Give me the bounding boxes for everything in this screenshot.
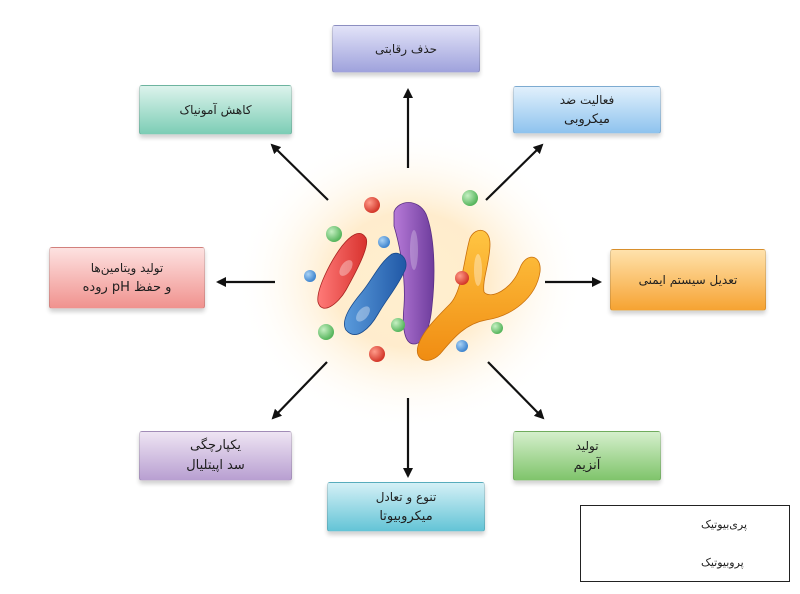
box-label: و حفظ pH روده	[82, 280, 172, 295]
box-competitive-removal: حذف رقابتی	[332, 25, 480, 73]
prebiotic-dot	[378, 236, 390, 248]
box-label: یکپارچگی	[190, 438, 242, 453]
prebiotic-dot	[455, 271, 469, 285]
prebiotic-dot	[364, 197, 380, 213]
prebiotic-dot	[304, 270, 316, 282]
arrow-up-left	[270, 143, 329, 201]
box-label: تنوع و تعادل	[375, 490, 437, 504]
box-enzyme-production: تولید آنزیم	[513, 431, 661, 481]
box-label: کاهش آمونیاک	[179, 103, 252, 117]
arrows	[216, 88, 602, 478]
prebiotic-dot	[369, 346, 385, 362]
red-bacterium-icon	[317, 233, 368, 309]
box-label: میکروبی	[564, 112, 610, 127]
blue-bacterium-icon	[344, 252, 407, 335]
box-label: تولید	[575, 439, 599, 453]
prebiotic-dot	[326, 226, 342, 242]
legend-probiotic-label: پروبیوتیک	[701, 556, 744, 569]
box-label: تعدیل سیستم ایمنی	[638, 273, 738, 287]
box-label: سد اپیتلیال	[186, 458, 245, 473]
box-label: آنزیم	[573, 458, 601, 473]
orange-bacterium-icon	[416, 230, 541, 361]
arrow-up-right	[485, 143, 544, 201]
box-antimicrobial-activity: فعالیت ضد میکروبی	[513, 86, 661, 134]
box-microbiota-diversity: تنوع و تعادل میکروبیوتا	[327, 482, 485, 532]
box-epithelial-barrier: یکپارچگی سد اپیتلیال	[139, 431, 292, 481]
prebiotic-dot	[318, 324, 334, 340]
box-vitamin-ph: تولید ویتامین‌ها و حفظ pH روده	[49, 247, 205, 309]
box-immune-modulation: تعدیل سیستم ایمنی	[610, 249, 766, 311]
bacteria-cluster	[304, 190, 541, 362]
box-label: فعالیت ضد	[559, 93, 615, 107]
legend: پری‌بیوتیک پروبیوتیک	[580, 505, 790, 582]
prebiotic-dot	[456, 340, 468, 352]
box-ammonia-reduction: کاهش آمونیاک	[139, 85, 292, 135]
box-label: حذف رقابتی	[374, 42, 438, 56]
prebiotic-dot	[391, 318, 405, 332]
box-label: تولید ویتامین‌ها	[90, 261, 164, 275]
legend-prebiotic-label: پری‌بیوتیک	[701, 518, 748, 531]
prebiotic-dot	[462, 190, 478, 206]
arrow-down-right	[487, 361, 545, 420]
prebiotic-dot	[491, 322, 503, 334]
box-label: میکروبیوتا	[379, 509, 433, 524]
arrow-down-left	[271, 361, 328, 420]
